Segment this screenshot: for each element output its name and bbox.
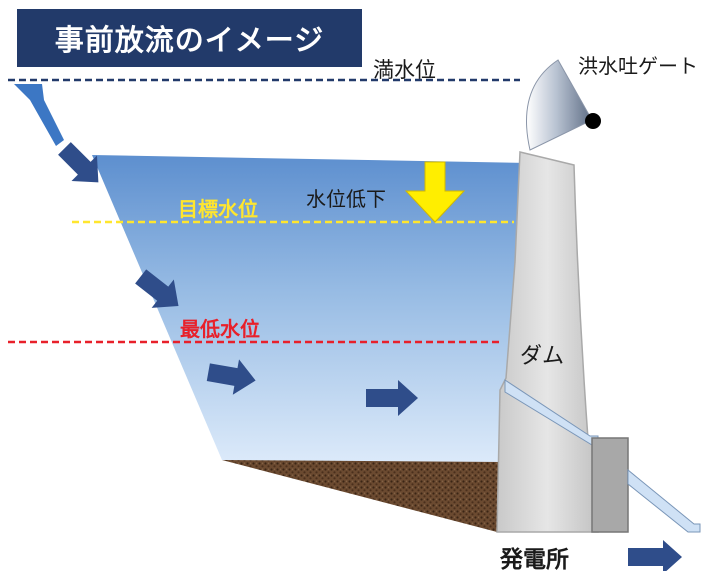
inflow-channel: [14, 84, 64, 146]
power-station-building: [591, 437, 629, 533]
level-drop-arrow: [404, 161, 466, 223]
spillway-gate-label: 洪水吐ゲート: [578, 54, 698, 78]
target-level-label: 目標水位: [178, 197, 258, 221]
gate-pivot: [585, 113, 601, 129]
flow-arrow-3: [206, 359, 256, 395]
spillway-gate: [526, 59, 593, 151]
title-banner: 事前放流のイメージ: [17, 9, 362, 67]
outflow-pipe: [627, 468, 701, 533]
flow-arrow-4: [366, 380, 418, 416]
full-level-label: 満水位: [373, 58, 436, 82]
power-station-label: 発電所: [500, 547, 569, 573]
reservoir-water: [92, 155, 530, 463]
dam-label: ダム: [520, 344, 565, 369]
page-title: 事前放流のイメージ: [54, 23, 325, 57]
flow-arrow-power: [628, 540, 682, 571]
flow-arrow-1: [58, 142, 99, 183]
dam-body: [496, 151, 599, 533]
sediment-layer: [222, 460, 502, 532]
level-drop-label: 水位低下: [306, 187, 386, 211]
min-level-label: 最低水位: [180, 317, 260, 341]
flow-arrow-2: [135, 269, 179, 308]
